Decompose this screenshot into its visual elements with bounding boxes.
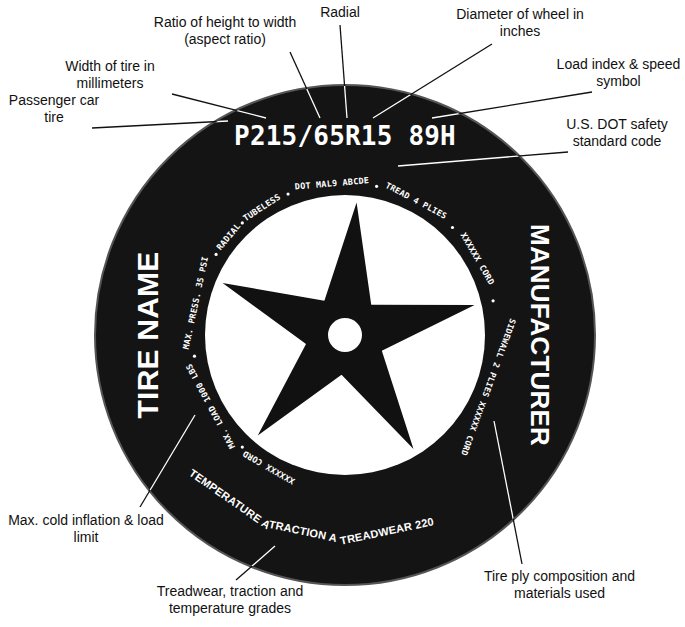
callout-label: Treadwear, traction and temperature grad… bbox=[135, 583, 325, 617]
callout-label: Width of tire in millimeters bbox=[40, 58, 180, 92]
leader-line bbox=[432, 92, 592, 118]
leader-line bbox=[340, 25, 347, 118]
callout-label: Passenger car tire bbox=[4, 92, 104, 126]
sidewall-text: DOT MAL9 ABCDE bbox=[294, 176, 369, 192]
leader-line bbox=[140, 415, 195, 507]
callout-label: U.S. DOT safety standard code bbox=[552, 116, 682, 150]
leader-line bbox=[398, 152, 568, 166]
sidewall-text: SIDEWALL 2 PLIES XXXXXX CORD bbox=[459, 317, 517, 456]
callout-label: Max. cold inflation & load limit bbox=[6, 512, 166, 546]
wheel-rim bbox=[205, 195, 485, 475]
hub-hole bbox=[328, 318, 362, 352]
separator-dot bbox=[241, 221, 244, 224]
separator-dot bbox=[492, 299, 495, 302]
separator-dot bbox=[286, 192, 289, 195]
separator-dot bbox=[375, 185, 378, 188]
leader-lines-on-tire bbox=[92, 25, 592, 580]
leader-line bbox=[340, 25, 347, 118]
tire-sidewall bbox=[95, 85, 595, 585]
leader-line bbox=[494, 421, 522, 564]
callout-label: Ratio of height to width (aspect ratio) bbox=[140, 14, 310, 48]
separator-dot bbox=[193, 355, 196, 358]
separator-dot bbox=[241, 445, 244, 448]
leader-line bbox=[373, 44, 492, 118]
spoke-star bbox=[223, 203, 475, 449]
treadwear-grade: TREADWEAR 220 bbox=[339, 515, 435, 547]
sidewall-text: TREAD 4 PLIES bbox=[384, 181, 448, 221]
leader-line bbox=[373, 44, 492, 118]
leader-line bbox=[92, 121, 228, 128]
traction-grade: TRACTION A bbox=[268, 517, 338, 543]
leader-line bbox=[140, 415, 195, 507]
leader-line bbox=[172, 94, 266, 118]
separator-dot bbox=[451, 226, 454, 229]
callout-label: Diameter of wheel in inches bbox=[450, 6, 590, 40]
wheel-spokes bbox=[223, 203, 475, 449]
leader-line bbox=[432, 92, 592, 118]
callout-label: Load index & speed symbol bbox=[556, 56, 681, 90]
leader-line bbox=[236, 546, 275, 580]
sidewall-text: XXXXXX CORD bbox=[458, 231, 495, 286]
wheel-hub bbox=[305, 295, 385, 375]
separator-dot bbox=[214, 253, 217, 256]
tire-size-code: P215/65R15 89H bbox=[234, 122, 456, 151]
sidewall-text: TUBELESS bbox=[242, 192, 283, 223]
sidewall-text: MAX. LOAD 1000 LBS bbox=[184, 362, 237, 450]
leader-line bbox=[172, 94, 266, 118]
leader-line bbox=[398, 152, 568, 166]
leader-lines bbox=[92, 25, 592, 580]
manufacturer-name: MANUFACTURER bbox=[526, 224, 555, 446]
temperature-grade: TEMPERATURE A bbox=[187, 466, 273, 531]
sidewall-text: RADIAL bbox=[215, 222, 243, 252]
leader-line bbox=[92, 121, 228, 128]
callout-label: Tire ply composition and materials used bbox=[462, 568, 657, 602]
tire-name: TIRE NAME bbox=[131, 252, 164, 419]
leader-line bbox=[290, 52, 320, 118]
leader-line bbox=[236, 546, 275, 580]
sidewall-text: XXXXXX CORD bbox=[241, 448, 296, 485]
sidewall-text: MAX. PRESS. 35 PSI bbox=[182, 256, 211, 351]
callout-label: Radial bbox=[300, 4, 380, 21]
separator-dots bbox=[193, 185, 495, 449]
leader-line bbox=[494, 421, 522, 564]
leader-line bbox=[290, 52, 320, 118]
